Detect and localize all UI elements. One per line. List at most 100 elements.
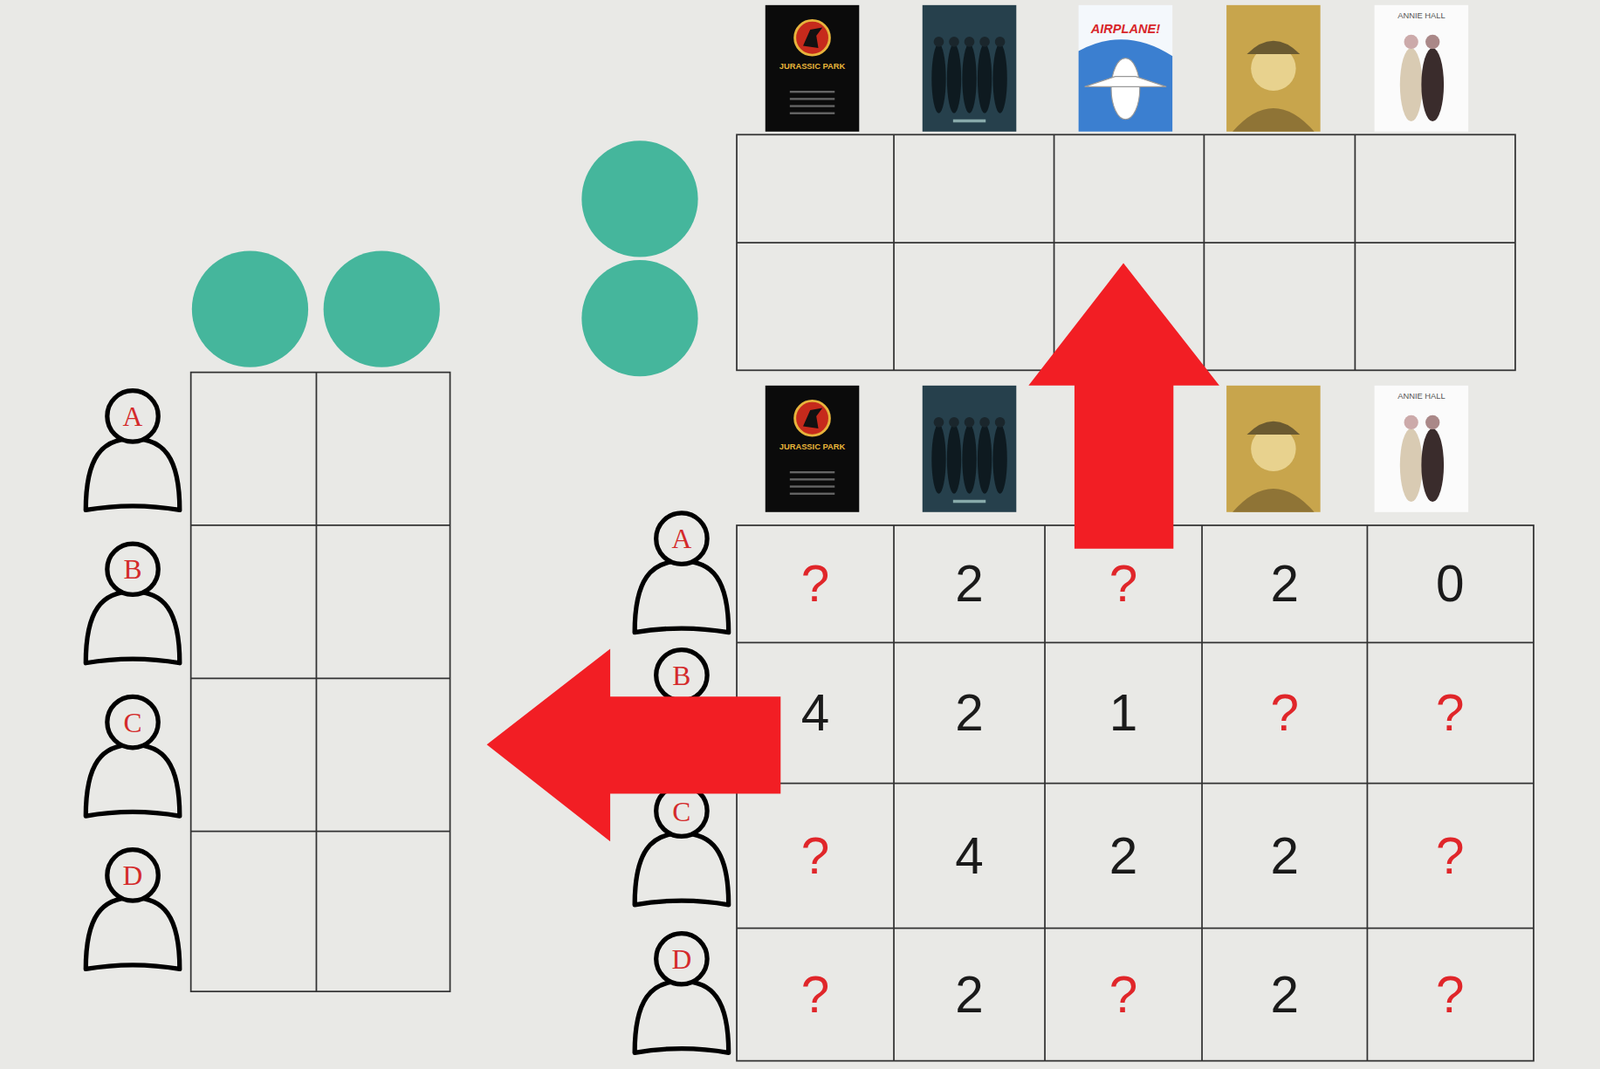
user-head: [656, 513, 708, 564]
poster-title: ANNIE HALL: [1397, 392, 1446, 401]
grid-line: [892, 134, 895, 371]
poster-plane-wing: [1084, 76, 1168, 88]
poster-title: AIRPLANE!: [1091, 21, 1161, 35]
rating-value: 2: [954, 687, 984, 739]
user-body: [634, 981, 729, 1053]
poster-logo: [795, 400, 831, 436]
user-icon: [634, 513, 729, 633]
poster-background: [922, 5, 1017, 132]
poster-background: [765, 385, 860, 513]
poster-figure: [931, 43, 946, 113]
poster-background: [765, 5, 860, 132]
grid-line: [1053, 134, 1056, 371]
poster-background: [922, 385, 1017, 513]
poster-figure: [992, 43, 1007, 113]
latent-factor-circle: [581, 140, 698, 257]
grid-line: [191, 677, 451, 680]
poster-figure-head: [948, 36, 960, 48]
user-body: [85, 898, 180, 970]
user-icon: [85, 850, 180, 970]
user-head: [107, 850, 158, 901]
rating-value: 4: [801, 687, 831, 739]
matrix-grid: [191, 372, 451, 993]
grid-line: [1201, 525, 1203, 1062]
grid-line: [1043, 525, 1046, 1062]
grid-line: [1203, 134, 1206, 371]
user-body: [85, 744, 180, 817]
user-letter: C: [123, 709, 142, 738]
unknown-rating: ?: [801, 969, 831, 1021]
poster-figure: [947, 43, 962, 113]
poster-title: ANNIE HALL: [1397, 12, 1446, 21]
poster-figure-head: [979, 417, 990, 428]
user-body: [634, 561, 729, 633]
poster-title: JURASSIC PARK: [779, 62, 846, 71]
user-icon: [85, 543, 180, 664]
poster-figure-head: [1403, 34, 1418, 49]
user-icon: [85, 696, 180, 817]
poster-figure: [947, 424, 962, 494]
poster-figure-head: [1403, 415, 1418, 430]
poster-figure-head: [933, 36, 945, 48]
latent-factor-circle: [581, 260, 698, 377]
poster-background: [1078, 5, 1174, 132]
poster-figure-head: [979, 36, 990, 48]
poster-background: [1226, 385, 1321, 513]
poster-credits: [789, 493, 835, 495]
grid-line: [736, 782, 1534, 785]
user-icon: [634, 785, 729, 906]
poster-title: JURASSIC PARK: [779, 444, 846, 453]
grid-line: [736, 241, 1516, 244]
unknown-rating: ?: [1435, 687, 1465, 739]
movie-poster: [1374, 385, 1470, 513]
poster-cap: [1246, 41, 1300, 55]
unknown-rating: ?: [1270, 687, 1300, 739]
user-letter: B: [123, 556, 142, 585]
poster-credits: [789, 97, 835, 100]
user-icon: [634, 933, 729, 1054]
grid-line: [736, 642, 1534, 645]
grid-border: [191, 372, 451, 993]
user-body: [634, 833, 729, 906]
poster-dinosaur: [803, 27, 823, 49]
latent-factor-circle: [192, 251, 309, 368]
user-head: [107, 543, 158, 595]
grid-line: [892, 525, 895, 1062]
movie-poster: [765, 385, 860, 513]
poster-credits: [789, 90, 835, 93]
user-icon: [85, 391, 180, 511]
movie-poster: [922, 5, 1017, 132]
poster-logo: [795, 20, 831, 55]
rating-value: 2: [1109, 830, 1139, 882]
unknown-rating: ?: [1435, 969, 1465, 1021]
rating-value: 2: [954, 969, 984, 1021]
poster-shoulders: [1232, 488, 1315, 513]
matrix-grid: [736, 525, 1534, 1062]
poster-figure: [1400, 428, 1423, 502]
factor-arrow-left: [487, 648, 782, 842]
movie-poster: [1078, 5, 1174, 132]
poster-figure: [977, 424, 992, 494]
user-head: [107, 391, 158, 442]
grid-line: [315, 372, 318, 993]
user-head: [656, 933, 708, 985]
poster-credits: [789, 104, 835, 107]
poster-figure-head: [948, 417, 960, 428]
grid-line: [1366, 525, 1369, 1062]
poster-figure: [992, 424, 1007, 494]
movie-poster: [922, 385, 1017, 513]
unknown-rating: ?: [801, 830, 831, 882]
user-letter: B: [672, 662, 691, 691]
poster-figure-head: [1425, 415, 1440, 430]
user-letter: A: [123, 403, 144, 432]
poster-credits: [789, 478, 835, 481]
poster-figure-head: [964, 417, 976, 428]
rating-value: 0: [1435, 557, 1465, 609]
movie-poster: [1226, 5, 1321, 132]
poster-dinosaur: [803, 408, 823, 429]
rating-value: 2: [954, 557, 984, 609]
poster-credits: [953, 500, 986, 504]
